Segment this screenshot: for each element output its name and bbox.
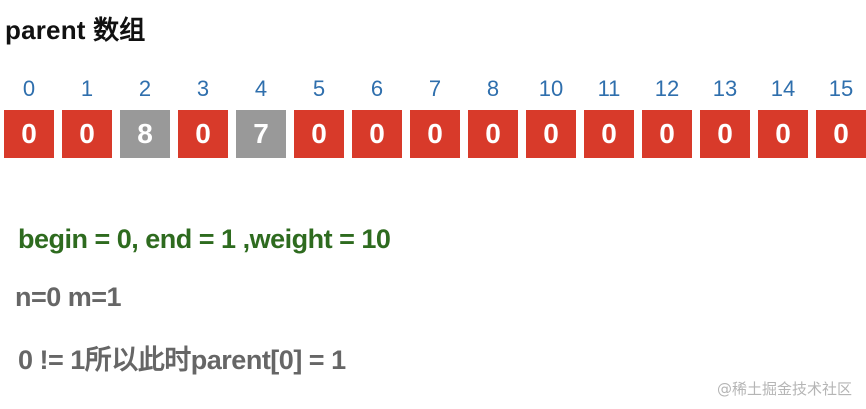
array-cell: 0 — [700, 110, 750, 158]
array-index: 3 — [196, 76, 210, 101]
array-index: 14 — [770, 76, 796, 101]
array-index: 4 — [254, 76, 268, 101]
line-n-m: n=0 m=1 — [15, 282, 122, 312]
array-cell: 0 — [584, 110, 634, 158]
array-index: 15 — [828, 76, 854, 101]
array-cell: 0 — [294, 110, 344, 158]
array-cell: 0 — [526, 110, 576, 158]
array-cell: 0 — [758, 110, 808, 158]
array-cell: 0 — [178, 110, 228, 158]
array-index: 11 — [597, 76, 621, 101]
line-parent-assign: 0 != 1所以此时parent[0] = 1 — [18, 345, 346, 375]
array-index: 13 — [712, 76, 738, 101]
array-cell: 0 — [468, 110, 518, 158]
array-index: 6 — [370, 76, 384, 101]
array-index: 10 — [538, 76, 564, 101]
array-index: 2 — [138, 76, 152, 101]
array-index: 8 — [486, 76, 500, 101]
array-index: 0 — [22, 76, 36, 101]
array-index: 7 — [428, 76, 442, 101]
array-index: 5 — [312, 76, 326, 101]
array-cell: 0 — [352, 110, 402, 158]
array-cell-highlighted: 8 — [120, 110, 170, 158]
array-cell: 0 — [4, 110, 54, 158]
array-cell: 0 — [62, 110, 112, 158]
array-cell: 0 — [642, 110, 692, 158]
array-cell: 0 — [816, 110, 866, 158]
array-cell-highlighted: 7 — [236, 110, 286, 158]
watermark: @稀土掘金技术社区 — [716, 380, 852, 398]
array-cell: 0 — [410, 110, 460, 158]
diagram-title: parent 数组 — [5, 15, 146, 45]
array-index: 12 — [654, 76, 680, 101]
line-begin-end-weight: begin = 0, end = 1 ,weight = 10 — [18, 224, 391, 254]
array-index: 1 — [80, 76, 94, 101]
